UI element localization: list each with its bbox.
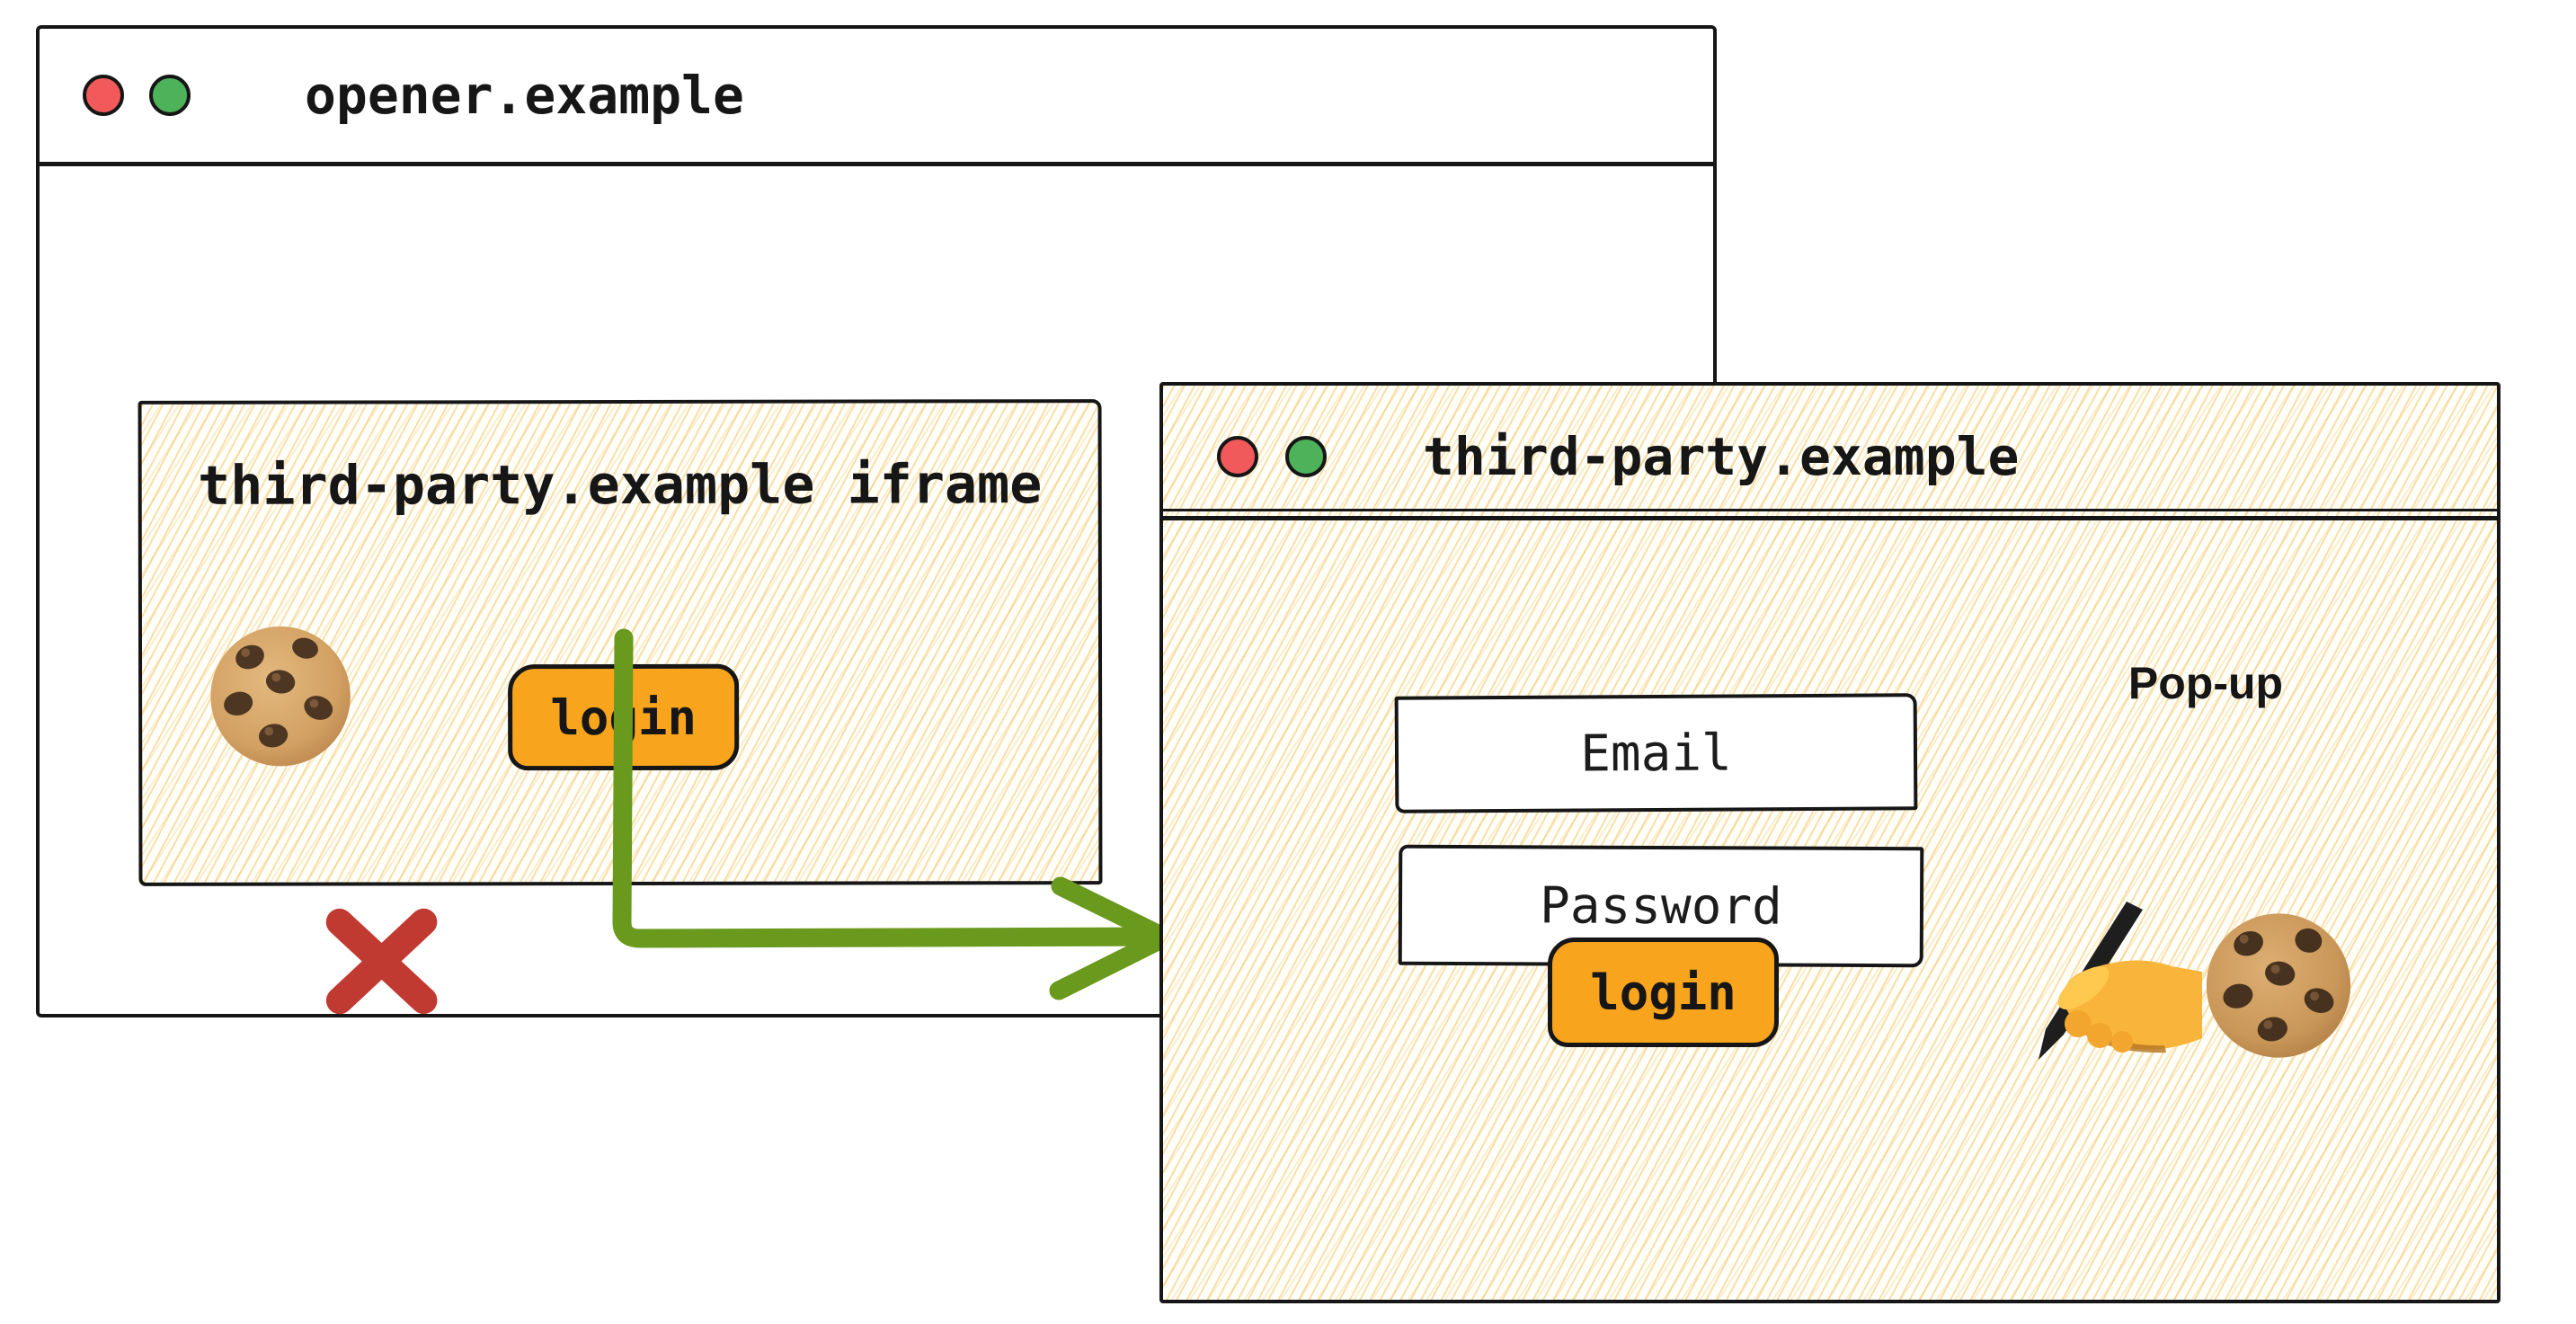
popup-titlebar: third-party.example: [1163, 386, 2497, 509]
iframe-label: third-party.example iframe: [198, 453, 1043, 518]
opener-window-title: opener.example: [305, 65, 744, 126]
blocked-x-icon: [320, 902, 443, 1020]
popup-login-button[interactable]: login: [1548, 937, 1779, 1047]
writing-hand-icon: [2031, 902, 2202, 1063]
window-control-red-icon[interactable]: [1217, 435, 1258, 477]
iframe-login-button[interactable]: login: [508, 663, 740, 771]
cookie-icon: [2202, 911, 2355, 1061]
cookie-icon: [210, 626, 351, 767]
popup-window-title: third-party.example: [1423, 425, 2020, 487]
third-party-iframe: third-party.example iframe: [138, 399, 1103, 1020]
titlebar-divider: [1163, 509, 2497, 520]
opener-titlebar: opener.example: [40, 29, 1713, 166]
window-control-green-icon[interactable]: [1285, 435, 1327, 477]
popup-annotation: Pop-up: [2127, 658, 2284, 708]
email-input[interactable]: Email: [1394, 693, 1918, 813]
window-control-green-icon[interactable]: [149, 75, 191, 116]
opener-window-body: third-party.example iframe: [40, 166, 1713, 1020]
window-control-red-icon[interactable]: [83, 75, 124, 116]
popup-window-body: Pop-up Email Password login: [1163, 520, 2497, 1300]
blocked-cookie-icon: [201, 624, 443, 1020]
popup-window: third-party.example Pop-up Email Passwor…: [1159, 382, 2500, 1303]
